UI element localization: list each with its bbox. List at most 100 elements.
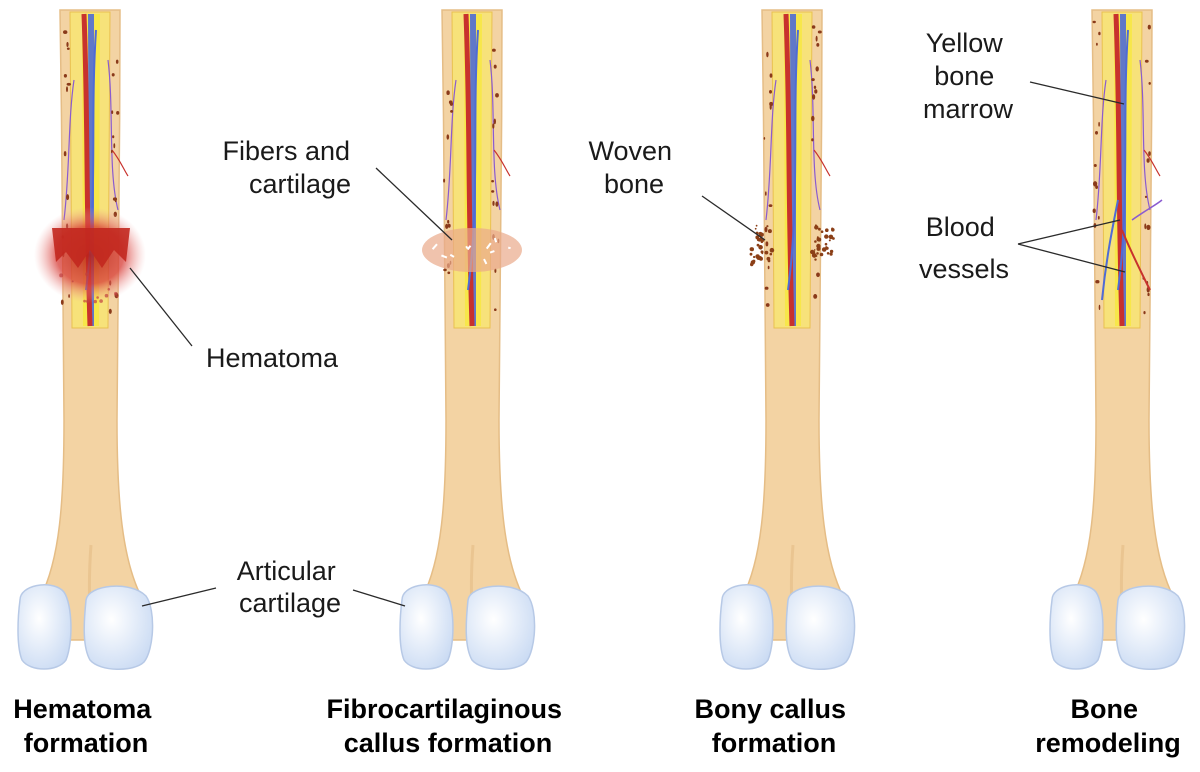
woven-bone-dot xyxy=(811,253,817,258)
hematoma-speck xyxy=(114,291,118,296)
cortex-spot xyxy=(111,149,113,154)
vein-branch xyxy=(1117,29,1129,291)
cortex-spot xyxy=(1092,20,1096,24)
cortex-spot xyxy=(113,143,116,149)
cortex-spot xyxy=(66,86,68,93)
cortex-spot xyxy=(1095,131,1098,135)
cortex-spot xyxy=(450,110,454,113)
woven-bone-dot xyxy=(767,229,772,234)
cortex-spot xyxy=(491,190,495,193)
caption-bony-callus-formation: Bony callus formation xyxy=(694,694,853,758)
cortex-spot xyxy=(765,191,767,196)
cortex-spot xyxy=(443,268,447,272)
artery-main xyxy=(783,13,795,327)
woven-bone-dot xyxy=(829,252,833,256)
woven-bone-dot xyxy=(828,239,831,242)
cortex-spot xyxy=(447,223,451,228)
woven-bone-dot xyxy=(767,259,771,263)
hematoma-glow xyxy=(34,207,146,303)
cortex-spot xyxy=(1093,164,1097,167)
cortex-spot xyxy=(447,271,451,275)
woven-bone-dot xyxy=(829,249,834,254)
cortex-spot xyxy=(763,137,766,140)
cortex-spot xyxy=(112,135,115,139)
hematoma-speck xyxy=(87,274,90,277)
cortex-spot xyxy=(816,272,820,278)
woven-bone-dot xyxy=(758,245,763,250)
woven-bone-dot xyxy=(756,256,761,260)
cortex-spot xyxy=(492,48,496,52)
cortex-spot xyxy=(768,204,773,208)
cortex-spot xyxy=(1148,151,1151,156)
woven-bone-dot xyxy=(831,228,835,232)
woven-bone-dot xyxy=(813,249,816,251)
cortex-spot xyxy=(1146,224,1151,230)
label-blood-vessels: Blood vessels xyxy=(919,212,1009,284)
cortex-spot xyxy=(116,111,120,115)
woven-bone-dot xyxy=(819,252,824,257)
woven-bone-dot xyxy=(760,240,764,244)
cartilage-fiber xyxy=(441,254,448,259)
cortex-spot xyxy=(767,265,770,270)
leader-yellow-marrow xyxy=(1029,81,1125,105)
cartilage-fiber xyxy=(465,245,469,249)
woven-bone-dot xyxy=(810,249,815,255)
leader-blood-vessels-2 xyxy=(1017,243,1126,273)
cortex-spot xyxy=(108,308,112,314)
cortex-spot xyxy=(811,25,816,29)
woven-bone-dot xyxy=(756,243,760,247)
woven-bone-dot xyxy=(817,239,819,241)
cartilage-fiber xyxy=(466,245,472,251)
hematoma-speck xyxy=(104,293,109,298)
cartilage-fiber xyxy=(431,243,438,250)
cortex-spot xyxy=(811,115,815,122)
label-woven-bone: Woven bone xyxy=(588,136,679,199)
bone-fibrocartilaginous-stage xyxy=(399,9,536,670)
cortex-spot xyxy=(1097,215,1100,220)
bone-bony-callus-stage xyxy=(719,9,856,670)
artery-main xyxy=(463,13,475,327)
woven-bone-dot xyxy=(815,255,818,257)
leader-woven-bone xyxy=(701,195,766,241)
woven-bone-dot xyxy=(825,228,829,232)
woven-bone-dot xyxy=(753,255,756,259)
periosteal-vessel-3 xyxy=(813,149,831,177)
cortex-spot xyxy=(814,89,818,94)
label-fibers-and-cartilage: Fibers and cartilage xyxy=(222,136,357,199)
woven-bone-dot xyxy=(769,252,773,256)
periosteal-vessel-2 xyxy=(809,59,821,211)
caption-bone-remodeling: Bone remodeling xyxy=(1035,694,1181,758)
cortex-spot xyxy=(769,90,772,94)
hematoma-speck xyxy=(86,299,90,303)
articular-cartilage-left xyxy=(1049,584,1104,670)
cortex-spot xyxy=(1144,195,1148,199)
woven-bone-dot xyxy=(826,252,830,255)
cortex-spot xyxy=(1095,280,1100,284)
cortex-spot xyxy=(111,110,114,114)
cortex-spot xyxy=(66,194,70,201)
remodel-vessel-1 xyxy=(1101,199,1119,301)
cartilage-fiber xyxy=(489,250,495,254)
cortex-spot xyxy=(495,93,499,98)
articular-cartilage-left xyxy=(719,584,774,670)
woven-bone-dot xyxy=(817,246,821,250)
cartilage-fiber xyxy=(507,246,511,250)
articular-cartilage-right xyxy=(83,585,154,670)
woven-bone-dot xyxy=(758,231,763,236)
cortex-spot xyxy=(769,101,773,107)
cortex-spot xyxy=(811,78,815,82)
cartilage-fiber xyxy=(485,242,492,250)
periosteal-vessel-1 xyxy=(63,79,75,221)
cortex-spot xyxy=(1144,59,1149,63)
articular-cartilage-left xyxy=(17,584,72,670)
hematoma-speck xyxy=(71,280,74,283)
vein-branch xyxy=(787,29,799,291)
articular-cartilage-right xyxy=(465,585,536,670)
woven-bone-dot xyxy=(761,252,764,255)
remodel-vessel-3 xyxy=(1131,199,1163,221)
cortex-spot xyxy=(66,42,69,47)
cortex-spot xyxy=(111,73,115,77)
periosteal-vessel-1 xyxy=(1095,79,1107,221)
hematoma-speck xyxy=(83,299,86,303)
